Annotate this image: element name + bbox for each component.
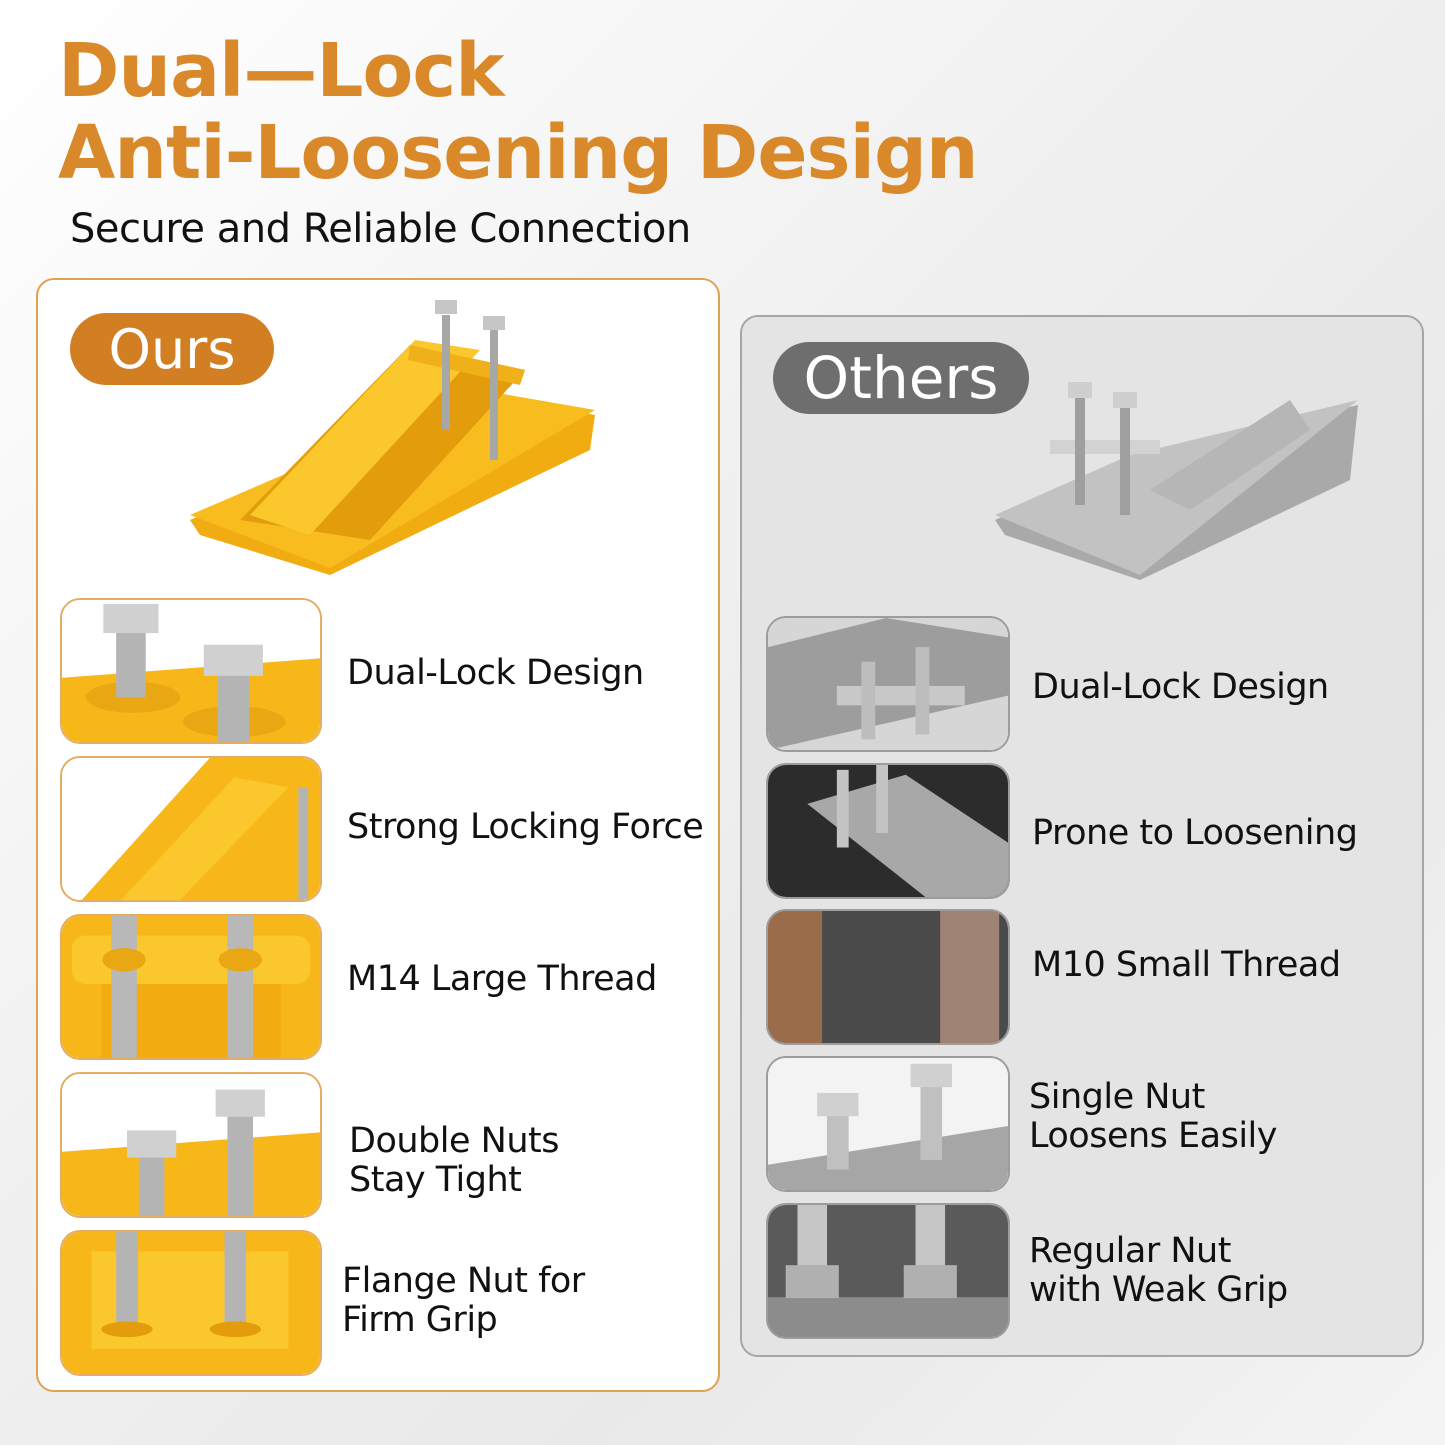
page-title: Dual—Lock Anti-Loosening Design [58,28,979,196]
others-badge: Others [773,342,1029,414]
ours-product-image [190,300,595,575]
others-thumb-regular-nut [766,1203,1010,1339]
others-feature-label: Prone to Loosening [1032,813,1358,853]
others-feature-label: Dual-Lock Design [1032,667,1329,707]
ours-feature-label: Dual-Lock Design [347,653,644,693]
others-product-image [995,382,1358,580]
ours-thumb-flange-nut [60,1230,322,1376]
others-feature-label: M10 Small Thread [1032,945,1341,985]
ours-thumb-locking-force [60,756,322,902]
ours-feature-label: Strong Locking Force [347,807,704,847]
others-thumb-loosening [766,763,1010,899]
ours-thumb-double-nuts [60,1072,322,1218]
others-thumb-single-nut [766,1056,1010,1192]
others-thumb-small-thread [766,909,1010,1045]
others-thumb-dual-lock [766,616,1010,752]
ours-thumb-thread [60,914,322,1060]
ours-feature-label: M14 Large Thread [347,959,657,999]
title-line-2: Anti-Loosening Design [58,110,979,196]
ours-badge: Ours [70,313,274,385]
ours-thumb-dual-lock [60,598,322,744]
title-line-1: Dual—Lock [58,28,504,114]
page-subtitle: Secure and Reliable Connection [70,206,691,252]
